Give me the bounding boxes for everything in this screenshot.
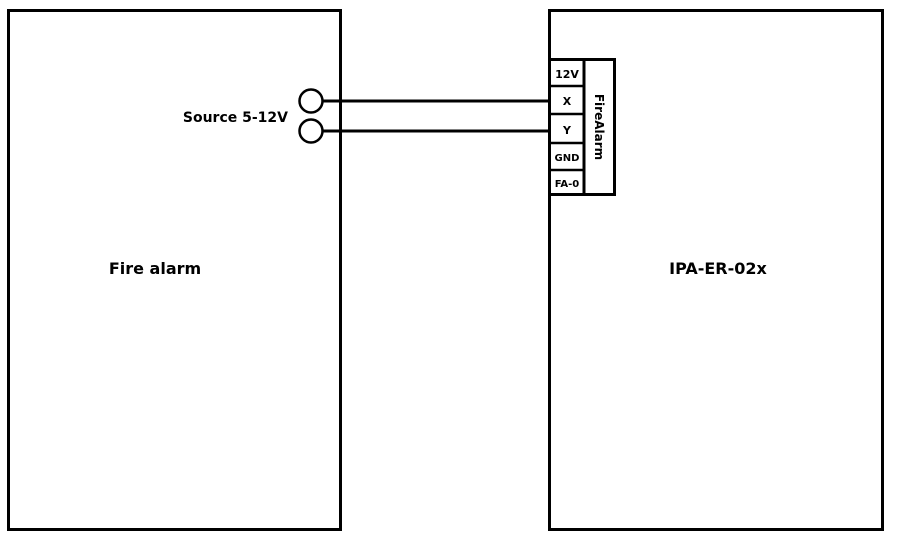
- pin-y: Y: [562, 124, 572, 137]
- source-terminal-2: [298, 118, 324, 144]
- firealarm-connector: 12V X Y GND FA-0 FireAlarm: [548, 58, 616, 196]
- ipa-er-02x-label: IPA-ER-02x: [669, 259, 767, 278]
- pin-gnd: GND: [555, 153, 580, 164]
- connector-title: FireAlarm: [592, 94, 606, 160]
- pin-12v: 12V: [555, 68, 579, 81]
- pin-x: X: [563, 95, 572, 108]
- pin-fa-0: FA-0: [555, 179, 580, 190]
- connector-outline: [548, 58, 616, 196]
- source-terminal-1: [298, 88, 324, 114]
- ipa-er-02x-box: [548, 9, 884, 531]
- fire-alarm-box: [7, 9, 342, 531]
- source-label: Source 5-12V: [183, 110, 288, 126]
- fire-alarm-label: Fire alarm: [109, 259, 201, 278]
